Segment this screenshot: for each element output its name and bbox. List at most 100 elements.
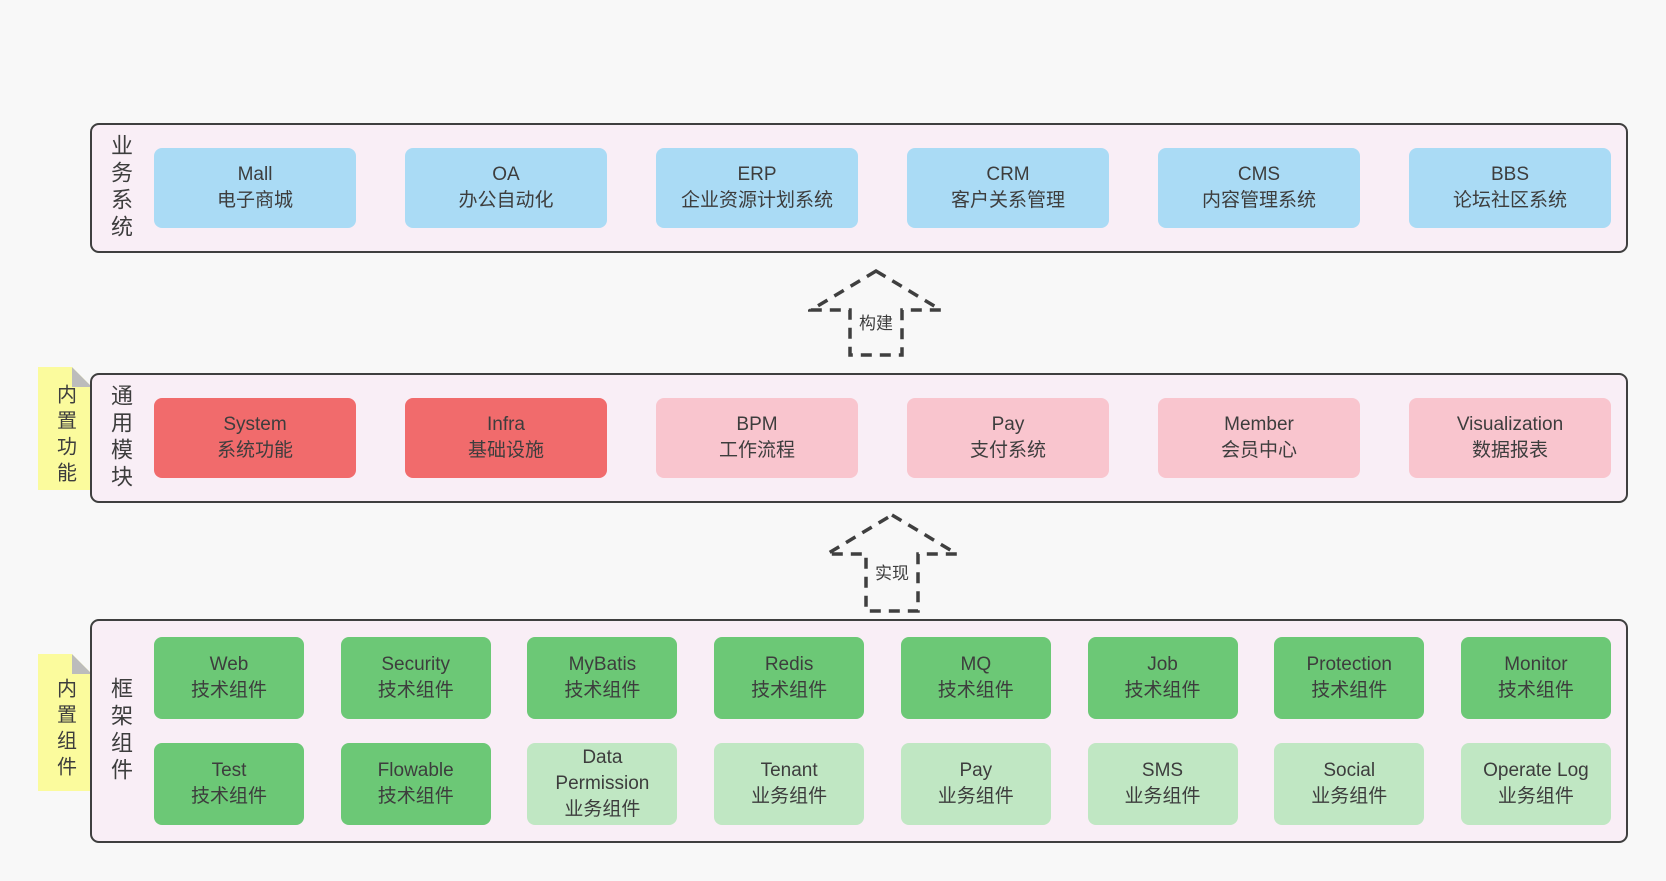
node-subtitle: 基础设施 — [467, 440, 544, 461]
node-title: Redis — [764, 653, 814, 675]
node-subtitle: 企业资源计划系统 — [680, 190, 833, 211]
node-title: Pay — [959, 759, 993, 781]
node-pay-biz: Pay 业务组件 — [900, 743, 1051, 825]
node-subtitle: 技术组件 — [1124, 680, 1201, 701]
node-subtitle: 技术组件 — [937, 680, 1014, 701]
node-infra: Infra 基础设施 — [405, 398, 607, 478]
node-mybatis: MyBatis 技术组件 — [527, 637, 678, 719]
band-framework-components: 框架组件 Web 技术组件 Security 技术组件 MyBatis 技术组件… — [90, 619, 1628, 843]
node-operate-log: Operate Log 业务组件 — [1460, 743, 1611, 825]
node-web: Web 技术组件 — [154, 637, 304, 719]
node-title: Member — [1224, 413, 1294, 435]
node-subtitle: 业务组件 — [1497, 786, 1574, 807]
node-title: Test — [211, 759, 247, 781]
node-flowable: Flowable 技术组件 — [340, 743, 491, 825]
node-bpm: BPM 工作流程 — [656, 398, 858, 478]
arrow-implement: 实现 — [824, 512, 960, 614]
node-title: SMS — [1141, 759, 1184, 781]
component-row-2: Test 技术组件 Flowable 技术组件 Data Permission … — [154, 743, 1611, 825]
folded-corner-icon — [72, 654, 92, 674]
node-subtitle: 技术组件 — [377, 786, 454, 807]
node-sms: SMS 业务组件 — [1087, 743, 1238, 825]
node-title: CRM — [986, 163, 1030, 185]
component-row-1: Web 技术组件 Security 技术组件 MyBatis 技术组件 Redi… — [154, 637, 1611, 719]
node-bbs: BBS 论坛社区系统 — [1409, 148, 1611, 228]
sticky-built-in-features: 内置功能 — [38, 367, 92, 490]
node-title: Social — [1323, 759, 1376, 781]
band-components-label: 框架组件 — [108, 677, 133, 785]
node-title: Job — [1147, 653, 1178, 675]
node-erp: ERP 企业资源计划系统 — [656, 148, 858, 228]
sticky-label: 内置组件 — [53, 677, 76, 782]
node-subtitle: 会员中心 — [1220, 440, 1297, 461]
node-social: Social 业务组件 — [1274, 743, 1425, 825]
node-tenant: Tenant 业务组件 — [714, 743, 865, 825]
node-subtitle: 电子商城 — [216, 190, 293, 211]
node-title: Infra — [486, 413, 526, 435]
arrow-build: 构建 — [808, 268, 944, 358]
node-title: ERP — [737, 163, 777, 185]
node-subtitle: 业务组件 — [751, 786, 828, 807]
node-job: Job 技术组件 — [1087, 637, 1238, 719]
node-redis: Redis 技术组件 — [714, 637, 865, 719]
node-subtitle: 技术组件 — [190, 786, 267, 807]
node-title: Protection — [1306, 653, 1392, 675]
node-title: Monitor — [1504, 653, 1568, 675]
node-title: Operate Log — [1483, 759, 1589, 781]
node-subtitle: 内容管理系统 — [1201, 190, 1316, 211]
node-member: Member 会员中心 — [1158, 398, 1360, 478]
node-subtitle: 工作流程 — [718, 440, 795, 461]
node-title: Visualization — [1456, 413, 1564, 435]
node-cms: CMS 内容管理系统 — [1158, 148, 1360, 228]
node-title: System — [223, 413, 287, 435]
node-system: System 系统功能 — [154, 398, 356, 478]
node-subtitle: 数据报表 — [1471, 440, 1548, 461]
node-title: Flowable — [377, 759, 454, 781]
node-title: MyBatis — [568, 653, 637, 675]
node-data-permission: Data Permission 业务组件 — [527, 743, 678, 825]
node-subtitle: 技术组件 — [1497, 680, 1574, 701]
node-oa: OA 办公自动化 — [405, 148, 607, 228]
node-subtitle: 技术组件 — [190, 680, 267, 701]
sticky-label: 内置功能 — [53, 383, 76, 488]
node-test: Test 技术组件 — [154, 743, 304, 825]
node-security: Security 技术组件 — [340, 637, 491, 719]
up-arrow-icon — [824, 512, 960, 613]
node-subtitle: 业务组件 — [1124, 786, 1201, 807]
node-subtitle: 系统功能 — [216, 440, 293, 461]
node-subtitle: 论坛社区系统 — [1452, 190, 1567, 211]
node-title: Pay — [991, 413, 1025, 435]
component-rows: Web 技术组件 Security 技术组件 MyBatis 技术组件 Redi… — [154, 621, 1611, 841]
arrow-implement-label: 实现 — [872, 558, 912, 585]
node-subtitle: 办公自动化 — [458, 190, 554, 211]
band-modules-label: 通用模块 — [108, 384, 133, 492]
node-pay: Pay 支付系统 — [907, 398, 1109, 478]
node-subtitle: 技术组件 — [751, 680, 828, 701]
node-crm: CRM 客户关系管理 — [907, 148, 1109, 228]
node-title: Mall — [237, 163, 273, 185]
node-monitor: Monitor 技术组件 — [1460, 637, 1611, 719]
arrow-build-label: 构建 — [856, 308, 896, 335]
node-title: Tenant — [760, 759, 818, 781]
node-mq: MQ 技术组件 — [900, 637, 1051, 719]
up-arrow-icon — [808, 268, 944, 357]
folded-corner-icon — [72, 367, 92, 387]
node-subtitle: 客户关系管理 — [950, 190, 1065, 211]
node-title: MQ — [960, 653, 992, 675]
node-title: CMS — [1237, 163, 1281, 185]
node-subtitle: 业务组件 — [937, 786, 1014, 807]
node-title: Web — [209, 653, 249, 675]
node-subtitle: 技术组件 — [377, 680, 454, 701]
node-visualization: Visualization 数据报表 — [1409, 398, 1611, 478]
node-title: BBS — [1490, 163, 1530, 185]
node-subtitle: 业务组件 — [564, 799, 641, 821]
node-subtitle: 支付系统 — [969, 440, 1046, 461]
node-title: Data Permission — [555, 746, 650, 794]
band-business-systems: 业务系统 Mall 电子商城 OA 办公自动化 ERP 企业资源计划系统 CRM… — [90, 123, 1628, 253]
node-subtitle: 技术组件 — [564, 680, 641, 701]
node-protection: Protection 技术组件 — [1274, 637, 1425, 719]
module-boxes: System 系统功能 Infra 基础设施 BPM 工作流程 Pay 支付系统… — [154, 375, 1611, 501]
node-title: BPM — [736, 413, 778, 435]
sticky-built-in-components: 内置组件 — [38, 654, 92, 791]
